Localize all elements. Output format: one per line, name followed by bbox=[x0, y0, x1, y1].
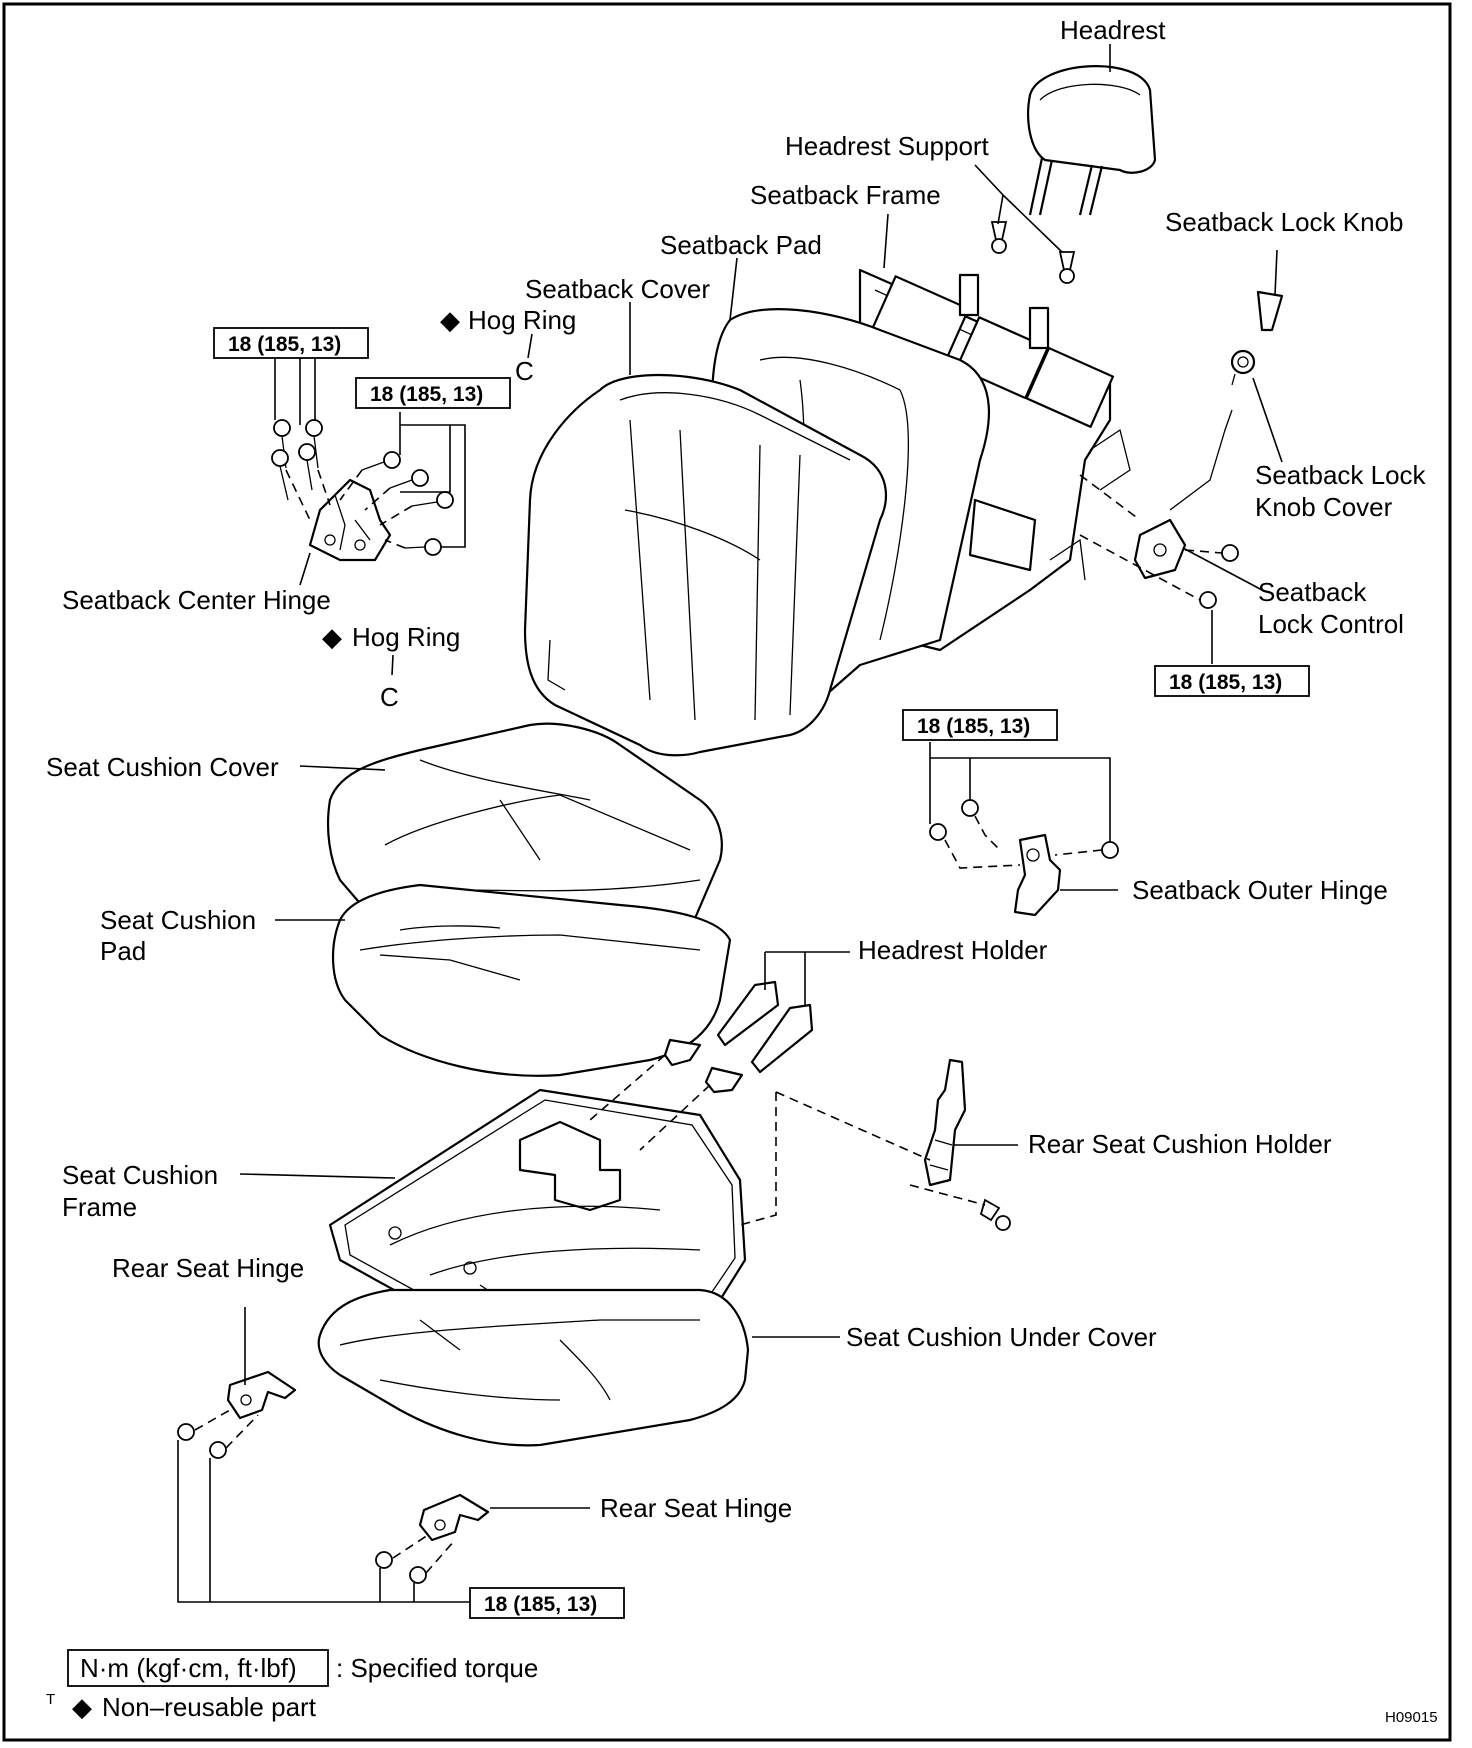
rear-seat-hinge-left-drawing bbox=[177, 1370, 297, 1459]
legend-nonreusable-meaning: Non–reusable part bbox=[102, 1692, 317, 1722]
label-rear-seat-cushion-holder: Rear Seat Cushion Holder bbox=[1028, 1129, 1332, 1159]
outer-hinge-dashes bbox=[944, 815, 1103, 869]
label-seat-cushion-under-cover: Seat Cushion Under Cover bbox=[846, 1322, 1157, 1352]
hog-ring-top-glyph: C bbox=[515, 356, 534, 386]
label-seatback-lock-control-line2: Lock Control bbox=[1258, 609, 1404, 639]
label-headrest: Headrest bbox=[1060, 15, 1166, 45]
torque-box-rear-hinges: 18 (185, 13) bbox=[469, 1587, 625, 1619]
label-seatback-cover: Seatback Cover bbox=[525, 274, 710, 304]
label-headrest-holder: Headrest Holder bbox=[858, 935, 1048, 965]
legend: N·m (kgf·cm, ft·lbf) : Specified torque … bbox=[46, 1649, 538, 1722]
assembly-dashes bbox=[589, 1054, 986, 1226]
center-hinge-bolts bbox=[271, 419, 454, 556]
headrest-holder-drawing bbox=[663, 980, 814, 1094]
rear-seat-hinge-right-drawing bbox=[375, 1493, 490, 1584]
label-hog-ring-top: Hog Ring bbox=[468, 305, 576, 335]
headrest-drawing bbox=[1027, 65, 1157, 216]
label-seatback-lock-knob: Seatback Lock Knob bbox=[1165, 207, 1404, 237]
seatback-outer-hinge-drawing bbox=[929, 799, 1119, 917]
label-seat-cushion-frame-line2: Frame bbox=[62, 1192, 137, 1222]
legend-torque-meaning: : Specified torque bbox=[336, 1653, 538, 1683]
label-seat-cushion-frame-line1: Seat Cushion bbox=[62, 1160, 218, 1190]
torque-box-lock-control: 18 (185, 13) bbox=[1154, 665, 1310, 697]
seatback-cover-drawing bbox=[523, 373, 888, 757]
torque-box-center-hinge-lower: 18 (185, 13) bbox=[355, 377, 511, 409]
rear-seat-cushion-holder-bolt bbox=[979, 1198, 1011, 1231]
label-seat-cushion-pad-line2: Pad bbox=[100, 936, 146, 966]
svg-text:18 (185, 13): 18 (185, 13) bbox=[1169, 671, 1282, 694]
label-rear-seat-hinge-left: Rear Seat Hinge bbox=[112, 1253, 304, 1283]
legend-nonreusable-symbol: ◆ bbox=[72, 1692, 92, 1722]
label-rear-seat-hinge-right: Rear Seat Hinge bbox=[600, 1493, 792, 1523]
legend-torque-unit-box bbox=[67, 1649, 329, 1687]
label-hog-ring-mid: Hog Ring bbox=[352, 622, 460, 652]
svg-text:18 (185, 13): 18 (185, 13) bbox=[917, 715, 1030, 738]
torque-box-outer-hinge: 18 (185, 13) bbox=[902, 709, 1058, 741]
svg-text:18 (185, 13): 18 (185, 13) bbox=[370, 383, 483, 406]
figure-code: H09015 bbox=[1385, 1709, 1438, 1726]
label-seatback-outer-hinge: Seatback Outer Hinge bbox=[1132, 875, 1388, 905]
seatback-lock-knob-drawing bbox=[1256, 290, 1284, 332]
headrest-support-drawing bbox=[990, 221, 1076, 284]
rear-hinge-left-dashes bbox=[194, 1409, 259, 1449]
label-seatback-lock-knob-cover-line2: Knob Cover bbox=[1255, 492, 1393, 522]
diamond-symbol-top: ◆ bbox=[440, 305, 460, 335]
label-seat-cushion-cover: Seat Cushion Cover bbox=[46, 752, 279, 782]
rear-seat-cushion-holder-drawing bbox=[923, 1058, 967, 1187]
label-seatback-center-hinge: Seatback Center Hinge bbox=[62, 585, 331, 615]
seatback-lock-control-drawing bbox=[1133, 409, 1239, 609]
label-seatback-frame: Seatback Frame bbox=[750, 180, 941, 210]
legend-corner-mark: T bbox=[46, 1691, 55, 1708]
seatback-center-hinge-drawing bbox=[308, 478, 392, 562]
seat-cushion-under-cover-drawing bbox=[317, 1288, 750, 1447]
center-hinge-dashes bbox=[285, 469, 413, 549]
rear-hinge-right-dashes bbox=[392, 1534, 456, 1574]
label-seat-cushion-pad-line1: Seat Cushion bbox=[100, 905, 256, 935]
svg-text:18 (185, 13): 18 (185, 13) bbox=[484, 1593, 597, 1616]
torque-box-center-hinge-upper: 18 (185, 13) bbox=[213, 327, 369, 359]
legend-torque-unit: N·m (kgf·cm, ft·lbf) bbox=[80, 1653, 297, 1683]
hog-ring-mid-glyph: C bbox=[380, 682, 399, 712]
label-headrest-support: Headrest Support bbox=[785, 131, 990, 161]
label-seatback-pad: Seatback Pad bbox=[660, 230, 822, 260]
diamond-symbol-mid: ◆ bbox=[322, 622, 342, 652]
leader-lines bbox=[177, 44, 1283, 1603]
svg-text:18 (185, 13): 18 (185, 13) bbox=[228, 333, 341, 356]
label-seatback-lock-knob-cover-line1: Seatback Lock bbox=[1255, 460, 1427, 490]
seatback-lock-knob-cover-drawing bbox=[1230, 349, 1256, 386]
lock-control-dashes bbox=[1079, 474, 1223, 601]
label-seatback-lock-control-line1: Seatback bbox=[1258, 577, 1367, 607]
